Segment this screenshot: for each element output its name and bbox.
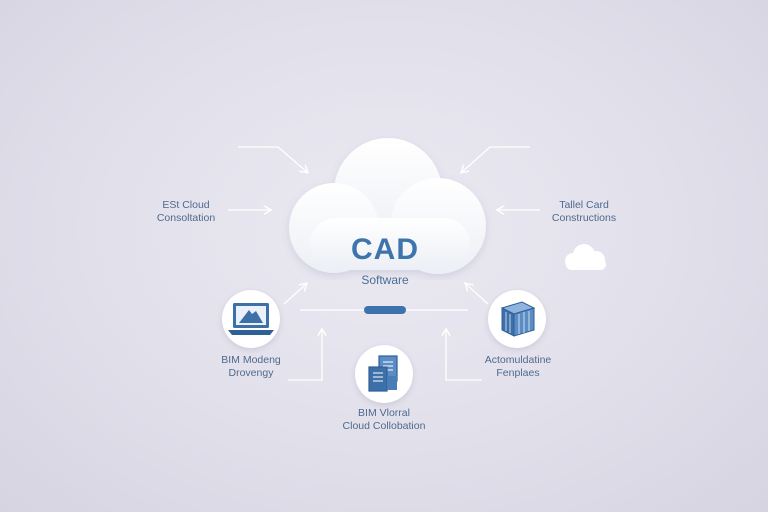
node-automation-templates	[488, 290, 546, 348]
label-top-left-line2: Consoltation	[156, 212, 216, 224]
label-bottom-left: BIM Modeng Drovengy	[206, 354, 296, 380]
main-cloud-shape	[270, 130, 500, 280]
connector-right-node	[466, 284, 489, 305]
center-title: CAD	[351, 233, 419, 266]
center-slider-bar	[364, 306, 406, 314]
label-top-left-line1: ESt Cloud	[162, 199, 210, 211]
cloud-icon	[560, 240, 612, 272]
connector-top-left	[238, 146, 307, 172]
connector-left-node	[283, 284, 306, 305]
label-bottom-left-line2: Drovengy	[228, 367, 274, 379]
label-bottom-right: Actomuldatine Fenplaes	[472, 354, 564, 380]
connector-bottom-left	[288, 330, 322, 381]
connector-bottom-right	[446, 330, 482, 381]
label-bottom-right-line1: Actomuldatine	[484, 354, 552, 366]
label-bottom-center: BIM Vlorral Cloud Collobation	[334, 407, 434, 433]
label-bottom-right-line2: Fenplaes	[496, 367, 540, 379]
laptop-icon	[228, 303, 274, 335]
node-bim-modeling	[222, 290, 280, 348]
label-top-right-line2: Constructions	[551, 212, 617, 224]
node-bim-collaboration	[355, 345, 413, 403]
label-bottom-center-line2: Cloud Collobation	[342, 420, 426, 432]
label-bottom-left-line1: BIM Modeng	[221, 354, 281, 366]
label-top-right-line1: Tallel Card	[559, 199, 609, 211]
label-top-right: Tallel Card Constructions	[542, 199, 626, 225]
building-block-icon	[500, 301, 536, 337]
label-bottom-center-line1: BIM Vlorral	[358, 407, 410, 419]
documents-icon	[368, 355, 398, 392]
center-subtitle: Software	[361, 273, 409, 287]
connector-top-right	[462, 146, 530, 172]
label-top-left: ESt Cloud Consoltation	[146, 199, 226, 225]
